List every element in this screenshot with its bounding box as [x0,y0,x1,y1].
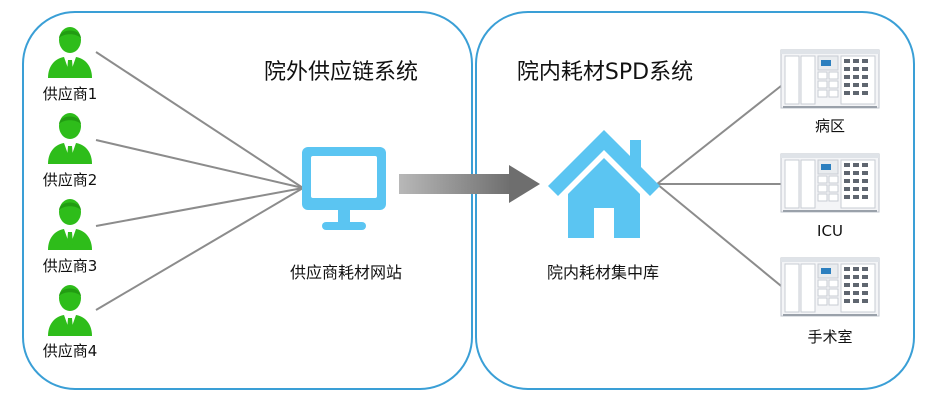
destination-connectors [656,81,787,291]
destination-label: 病区 [815,117,845,135]
external-panel-title: 院外供应链系统 [264,60,418,85]
external-supply-chain-panel [22,11,473,390]
supplier-website-label: 供应商耗材网站 [290,263,402,282]
internal-panel-title: 院内耗材SPD系统 [517,60,693,85]
monitor-icon [302,147,386,230]
connector-supplier-4 [95,187,304,311]
destination-label: ICU [817,222,843,240]
central-warehouse-label: 院内耗材集中库 [547,263,659,282]
supplier-label: 供应商4 [43,342,98,360]
supplier-4: 供应商4 [43,285,98,360]
cabinet-icon [780,153,880,213]
connector-supplier-2 [95,139,304,189]
connector-operating-room [656,183,787,291]
supplier-3: 供应商3 [43,199,98,275]
supplier-label: 供应商3 [43,257,98,275]
cabinet-icon [780,49,880,109]
destination-ward: 病区 [780,49,880,135]
destination-icu: ICU [780,153,880,240]
house-icon [548,130,660,238]
transfer-arrow-icon [399,165,540,203]
destination-label: 手术室 [807,328,852,346]
supplier-label: 供应商2 [43,171,98,189]
cabinet-icon [780,257,880,317]
connector-supplier-3 [95,187,304,227]
connector-ward [656,81,787,185]
supplier-label: 供应商1 [43,85,98,103]
connector-supplier-1 [95,51,304,189]
destination-operating-room: 手术室 [780,257,880,346]
supplier-connectors [95,51,304,311]
supplier-2: 供应商2 [43,113,98,189]
supplier-1: 供应商1 [43,27,98,103]
